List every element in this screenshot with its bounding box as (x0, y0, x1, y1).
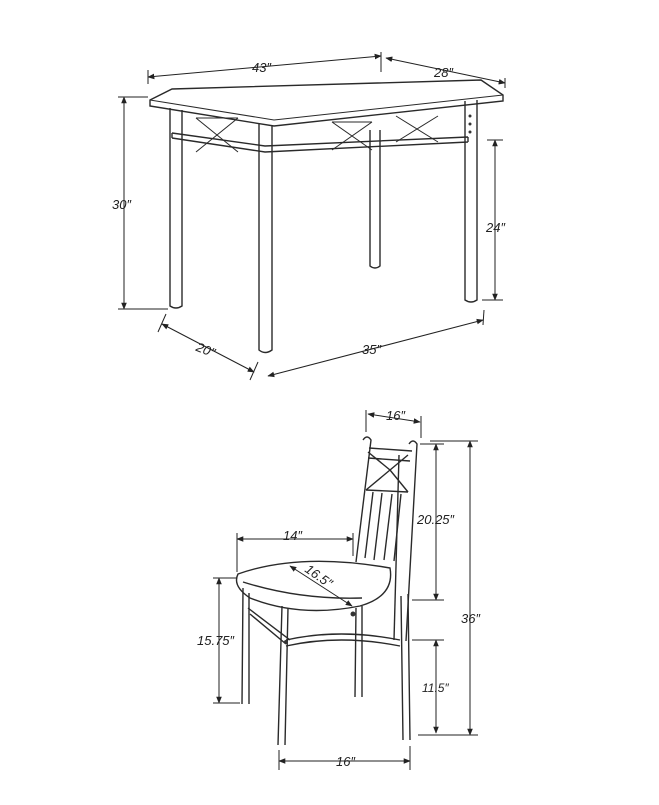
table-x-panel (195, 115, 439, 153)
dim-chair-total-height: 36″ (461, 611, 480, 626)
dim-table-height: 30″ (112, 197, 131, 212)
dim-chair-seat-diagonal: 16.5″ (302, 561, 335, 591)
dim-chair-seat-height: 15.75″ (197, 633, 235, 648)
dim-chair-base-width: 16″ (336, 754, 355, 769)
dim-table-top-length: 43″ (252, 60, 271, 75)
dim-table-leg-depth: 20″ (193, 339, 218, 361)
dim-chair-rail-height: 11.5″ (422, 681, 449, 695)
dim-table-apron-height: 24″ (485, 220, 505, 235)
table-top (149, 79, 504, 127)
chair-legs (241, 587, 411, 746)
table-apron (171, 132, 469, 153)
dim-chair-back-width: 16″ (386, 408, 405, 423)
dim-table-leg-length: 35″ (362, 342, 381, 357)
table-dimension-lines (118, 52, 506, 381)
chair-back (355, 436, 418, 642)
chair-drawing: 16″ 20.25″ 36″ 11.5″ 14″ 16.5″ 15.75″ 16… (197, 408, 480, 770)
dim-chair-back-height: 20.25″ (416, 512, 455, 527)
chair-dimension-lines (213, 410, 478, 770)
table-drawing: 43″ 28″ 30″ 24″ 20″ 35″ (112, 52, 506, 381)
dim-chair-seat-depth: 14″ (283, 528, 302, 543)
dim-table-top-width: 28″ (433, 65, 453, 80)
